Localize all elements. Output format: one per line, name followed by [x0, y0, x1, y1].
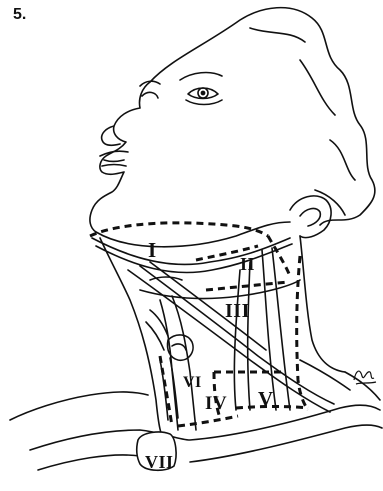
- lower-lip: [104, 160, 124, 162]
- trapezius-1: [262, 250, 276, 410]
- pupil: [201, 91, 204, 94]
- far-eye: [142, 92, 158, 98]
- eyebrow: [180, 73, 222, 80]
- clavicle-lower: [38, 425, 382, 470]
- hair-strands: [250, 28, 355, 215]
- mouth: [100, 151, 128, 166]
- face-profile: [90, 82, 150, 232]
- far-brow: [140, 81, 160, 86]
- eye-crease: [186, 100, 222, 105]
- level-VII-label: VII: [145, 452, 174, 473]
- hair-outline: [150, 8, 375, 225]
- figure-number: 5.: [13, 6, 26, 24]
- shoulder-muscle: [300, 360, 350, 390]
- ear-inner: [300, 209, 320, 226]
- artist-signature-scribble: [350, 360, 380, 390]
- level-IV-label: IV: [205, 393, 227, 415]
- level-II-label: II: [240, 254, 255, 275]
- neck-back: [300, 236, 345, 372]
- ear: [290, 196, 331, 238]
- thyroid-lobe: [172, 344, 186, 350]
- carotid-artery: [160, 300, 178, 430]
- level-III-label: III: [225, 300, 250, 323]
- level-V-label: V: [258, 387, 274, 412]
- level-VI-label: VI: [183, 374, 202, 392]
- boundary-level-IV-lower: [178, 416, 238, 426]
- thyroid: [167, 335, 193, 360]
- nose: [102, 126, 120, 145]
- chest-left: [10, 392, 148, 420]
- level-I-label: I: [148, 238, 157, 263]
